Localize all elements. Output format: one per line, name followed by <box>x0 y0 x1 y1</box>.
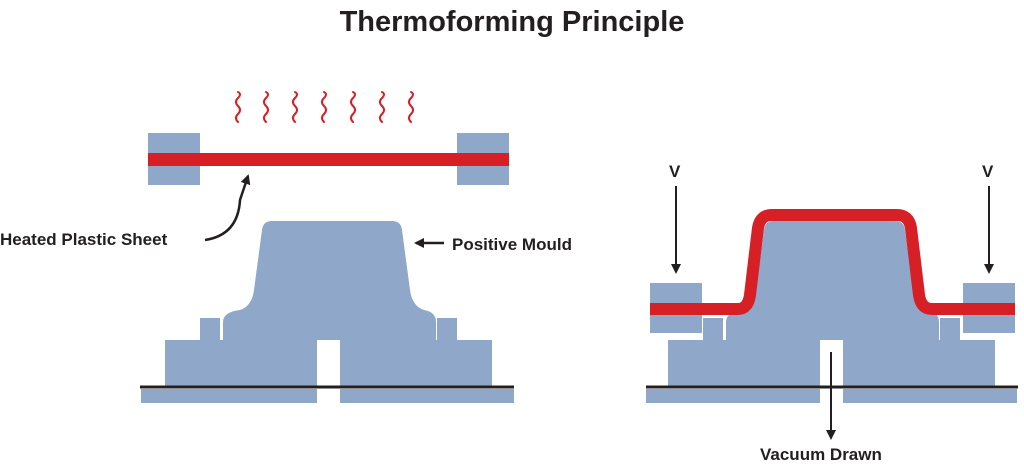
vacuum-drawn-label: Vacuum Drawn <box>760 445 882 464</box>
left-step <box>200 318 220 340</box>
right-step <box>940 318 960 340</box>
left-bottom-plate <box>646 389 820 403</box>
right-bottom-plate <box>843 389 1017 403</box>
right-setup <box>646 186 1018 440</box>
formed-plastic-sheet <box>650 209 1015 315</box>
left-bottom-plate <box>141 389 317 403</box>
right-base-block <box>843 340 995 388</box>
left-setup <box>140 91 514 403</box>
positive-mould <box>223 221 436 340</box>
heat-wave-icon <box>235 91 414 123</box>
right-base-block <box>340 340 492 388</box>
heated-plastic-sheet <box>148 153 509 166</box>
vacuum-right-label: V <box>982 162 994 181</box>
positive-mould-label: Positive Mould <box>452 235 572 254</box>
arrow-icon <box>204 174 251 242</box>
heated-sheet-label: Heated Plastic Sheet <box>0 230 168 249</box>
right-step <box>437 318 457 340</box>
positive-mould <box>726 221 939 340</box>
left-base-block <box>165 340 317 388</box>
page-title: Thermoforming Principle <box>339 6 685 38</box>
left-base-block <box>668 340 820 388</box>
left-step <box>703 318 723 340</box>
right-bottom-plate <box>340 389 514 403</box>
vacuum-left-label: V <box>669 162 681 181</box>
